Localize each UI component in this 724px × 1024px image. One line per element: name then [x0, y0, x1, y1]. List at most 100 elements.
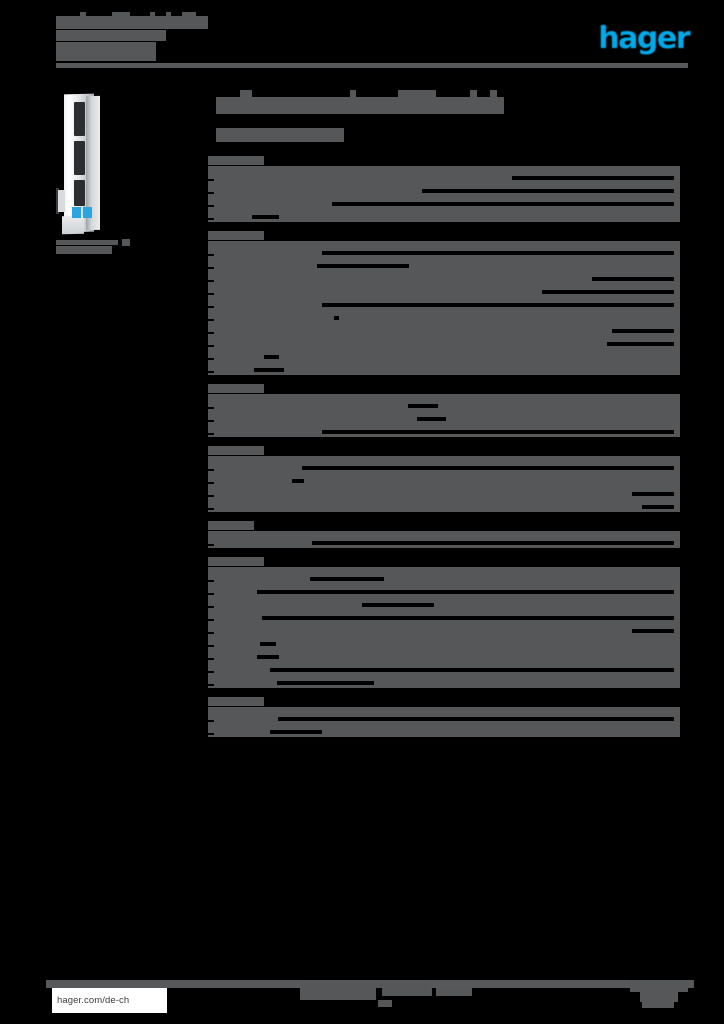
document-title-line-2 — [56, 30, 166, 41]
spec-group-body — [208, 394, 680, 437]
spec-row-marker — [208, 332, 214, 334]
spec-group-body — [208, 531, 680, 548]
spec-row-marker — [208, 358, 214, 360]
table-row — [208, 660, 680, 673]
spec-row-marker — [208, 293, 214, 295]
table-row — [208, 533, 680, 546]
spec-row-marker — [208, 671, 214, 673]
spec-row-marker — [208, 306, 214, 308]
footer-center-line-3 — [436, 988, 472, 996]
spec-row-gap — [607, 342, 674, 346]
table-row — [208, 360, 680, 373]
spec-group — [208, 156, 680, 222]
spec-row-marker — [208, 593, 214, 595]
spec-group-label-text — [208, 384, 264, 393]
product-terminal-2 — [83, 207, 92, 218]
spec-row-marker — [208, 267, 214, 269]
spec-row-marker — [208, 345, 214, 347]
document-title-line-3 — [56, 42, 156, 61]
spec-row-marker — [208, 632, 214, 634]
spec-row-marker — [208, 508, 214, 510]
footer-center-line-1 — [300, 988, 376, 1000]
table-row — [208, 194, 680, 207]
spec-row-gap — [592, 277, 674, 281]
table-row — [208, 497, 680, 510]
spec-row-marker — [208, 544, 214, 546]
spec-row-gap — [270, 730, 322, 734]
spec-group — [208, 446, 680, 512]
spec-row-marker — [208, 407, 214, 409]
spec-row-gap — [542, 290, 674, 294]
spec-group-label — [208, 446, 680, 455]
page-title-ascender-3 — [398, 90, 436, 98]
header-divider — [56, 63, 688, 68]
title-ascender-e — [182, 12, 196, 18]
table-row — [208, 595, 680, 608]
spec-row-gap — [632, 629, 674, 633]
table-row — [208, 608, 680, 621]
page-title-ascender-2 — [350, 90, 356, 98]
spec-row-gap — [310, 577, 384, 581]
figure-caption-mark — [122, 239, 130, 246]
spec-row-gap — [417, 417, 446, 421]
product-terminal-1 — [72, 207, 81, 218]
table-row — [208, 181, 680, 194]
table-row — [208, 634, 680, 647]
table-row — [208, 396, 680, 409]
table-row — [208, 321, 680, 334]
spec-row-gap — [408, 404, 438, 408]
table-row — [208, 582, 680, 595]
spec-group-label-text — [208, 697, 264, 706]
table-row — [208, 243, 680, 256]
table-row — [208, 422, 680, 435]
product-slot-3 — [74, 180, 85, 206]
spec-row-marker — [208, 720, 214, 722]
table-row — [208, 647, 680, 660]
spec-row-gap — [612, 329, 674, 333]
spec-row-gap — [278, 717, 674, 721]
footer-url[interactable]: hager.com/de-ch — [52, 988, 167, 1013]
spec-row-gap — [257, 590, 674, 594]
table-row — [208, 207, 680, 220]
spec-row-marker — [208, 619, 214, 621]
table-row — [208, 168, 680, 181]
spec-row-gap — [422, 189, 674, 193]
page-title-ascender-5 — [490, 90, 497, 98]
spec-group-body — [208, 567, 680, 688]
spec-row-gap — [262, 616, 674, 620]
spec-row-gap — [264, 355, 279, 359]
footer-center-line-2 — [382, 988, 432, 996]
spec-row-marker — [208, 645, 214, 647]
table-row — [208, 347, 680, 360]
document-title-line-1 — [56, 16, 208, 29]
spec-row-marker — [208, 319, 214, 321]
spec-group — [208, 521, 680, 548]
spec-row-gap — [302, 466, 674, 470]
product-mounting-tab — [58, 190, 65, 212]
footer-center-mark — [378, 1000, 392, 1007]
hager-logo-text: hager — [598, 21, 690, 56]
table-row — [208, 673, 680, 686]
product-slot-2 — [74, 141, 85, 175]
title-ascender-b — [112, 12, 130, 18]
hager-logo: hager — [598, 24, 690, 54]
table-row — [208, 458, 680, 471]
footer-right-line-3 — [642, 1002, 674, 1008]
spec-row-gap — [362, 603, 434, 607]
spec-group-body — [208, 241, 680, 375]
footer-right-line-2 — [640, 992, 678, 1002]
spec-row-gap — [317, 264, 409, 268]
spec-row-marker — [208, 658, 214, 660]
spec-row-marker — [208, 218, 214, 220]
spec-row-gap — [257, 655, 279, 659]
page-header: hager — [0, 0, 724, 78]
product-base — [62, 215, 84, 235]
spec-row-gap — [332, 202, 674, 206]
spec-group — [208, 231, 680, 375]
spec-row-gap — [292, 479, 304, 483]
spec-group — [208, 697, 680, 737]
spec-row-gap — [260, 642, 276, 646]
figure-caption-line-2 — [56, 246, 112, 254]
spec-row-marker — [208, 280, 214, 282]
